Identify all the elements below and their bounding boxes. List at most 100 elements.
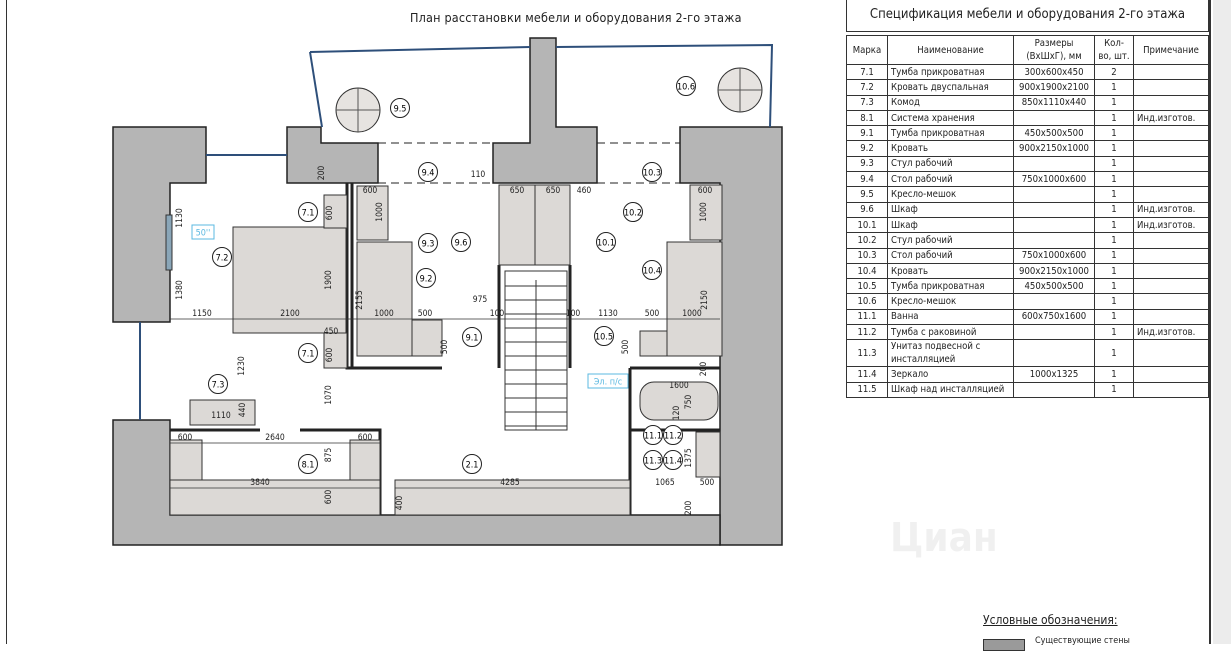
mark-label: 10.2 [624, 209, 642, 219]
dimension-label: 500 [418, 309, 433, 319]
frame-line-left [6, 0, 7, 644]
mark-bubble: 8.1 [298, 454, 318, 474]
dimension-label: 600 [325, 206, 335, 221]
cell-mark: 10.2 [846, 232, 888, 249]
cell-size [1013, 293, 1095, 310]
cell-mark: 9.6 [846, 201, 888, 218]
dimension-label: 100 [490, 309, 505, 319]
bed-10-4 [666, 241, 723, 357]
mark-bubble: 10.6 [676, 76, 696, 96]
cell-qty: 1 [1094, 339, 1134, 368]
cell-size: 300x600x450 [1013, 63, 1095, 81]
dimension-label: 1150 [192, 309, 212, 319]
cell-name: Тумба прикроватная [887, 63, 1014, 81]
header-qty: Кол-во, шт. [1094, 35, 1134, 65]
dimension-label: 975 [473, 295, 488, 305]
dimension-label: 1065 [655, 478, 675, 488]
mark-bubble: 9.3 [418, 233, 438, 253]
mark-label: 11.1 [644, 432, 662, 442]
cell-qty: 1 [1094, 232, 1134, 249]
mark-bubble: 7.3 [208, 374, 228, 394]
mark-bubble: 10.5 [594, 326, 614, 346]
watermark-logo: Циан [890, 515, 998, 561]
mark-bubble: 9.4 [418, 162, 438, 182]
frame-line-right [1209, 0, 1211, 644]
cell-size: 1000x1325 [1013, 366, 1095, 383]
cell-qty: 1 [1094, 140, 1134, 157]
balcony-railing [139, 43, 774, 420]
header-mark: Марка [846, 35, 888, 65]
dimension-label: 600 [324, 490, 334, 505]
dimension-label: 500 [700, 478, 715, 488]
cell-size [1013, 201, 1095, 218]
table-header: Марка Наименование Размеры (ВхШхГ), мм К… [846, 35, 1209, 65]
header-name: Наименование [887, 35, 1014, 65]
storage-8-1-right [349, 439, 381, 481]
desk-10-3 [689, 184, 723, 241]
cell-size [1013, 155, 1095, 173]
dimension-label: 600 [178, 433, 193, 443]
cell-note [1133, 366, 1209, 383]
cell-qty: 1 [1094, 79, 1134, 96]
cell-qty: 1 [1094, 171, 1134, 188]
dimension-label: 1230 [237, 356, 247, 376]
cell-mark: 7.1 [846, 63, 888, 81]
cell-mark: 11.3 [846, 339, 888, 368]
mark-label: 9.2 [420, 275, 433, 285]
cell-note [1133, 79, 1209, 96]
dimension-label: 500 [440, 340, 450, 355]
armchair-9-5 [335, 87, 381, 133]
header-note: Примечание [1133, 35, 1209, 65]
cell-note [1133, 339, 1209, 368]
cell-mark: 10.6 [846, 293, 888, 310]
dimension-label: 1000 [682, 309, 702, 319]
cell-name: Кровать двуспальная [887, 79, 1014, 96]
cell-qty: 1 [1094, 216, 1134, 234]
dimension-label: 440 [238, 403, 248, 418]
dimension-label: 3840 [250, 478, 270, 488]
cell-mark: 7.2 [846, 79, 888, 96]
cell-note: Инд.изготов. [1133, 201, 1209, 218]
mark-bubble: 9.1 [462, 327, 482, 347]
cell-name: Кресло-мешок [887, 293, 1014, 310]
mark-label: 7.3 [212, 381, 225, 391]
cell-size: 750x1000x600 [1013, 247, 1095, 264]
tv-size-label: 50'' [191, 224, 215, 240]
cell-qty: 1 [1094, 109, 1134, 127]
furniture [169, 184, 723, 516]
cell-mark: 11.1 [846, 308, 888, 326]
cell-note [1133, 278, 1209, 295]
mark-bubble: 9.5 [390, 98, 410, 118]
vanity-11-2 [695, 431, 721, 478]
dimension-label: 2100 [280, 309, 300, 319]
mark-bubble: 11.3 [643, 450, 663, 470]
dimension-label: 1130 [175, 208, 185, 228]
dimension-label: 1130 [598, 309, 618, 319]
cell-qty: 1 [1094, 125, 1134, 142]
mark-bubble: 10.1 [596, 232, 616, 252]
mark-bubble: 10.3 [642, 162, 662, 182]
storage-8-1-left [169, 439, 203, 481]
legend-item-walls: Существующие стены [1035, 636, 1130, 646]
cell-mark: 10.1 [846, 216, 888, 234]
mark-bubble: 10.2 [623, 202, 643, 222]
cell-note [1133, 381, 1209, 398]
cell-size: 600x750x1600 [1013, 308, 1095, 326]
cell-qty: 1 [1094, 262, 1134, 280]
storage-2-1 [394, 479, 631, 516]
wardrobe-9-6 [498, 184, 536, 266]
panel-text: Эл. п/с [594, 378, 622, 388]
mark-label: 9.4 [422, 169, 435, 179]
mark-label: 10.6 [677, 83, 695, 93]
nightstand-7-1-top [323, 194, 348, 229]
cell-name: Кровать [887, 140, 1014, 157]
